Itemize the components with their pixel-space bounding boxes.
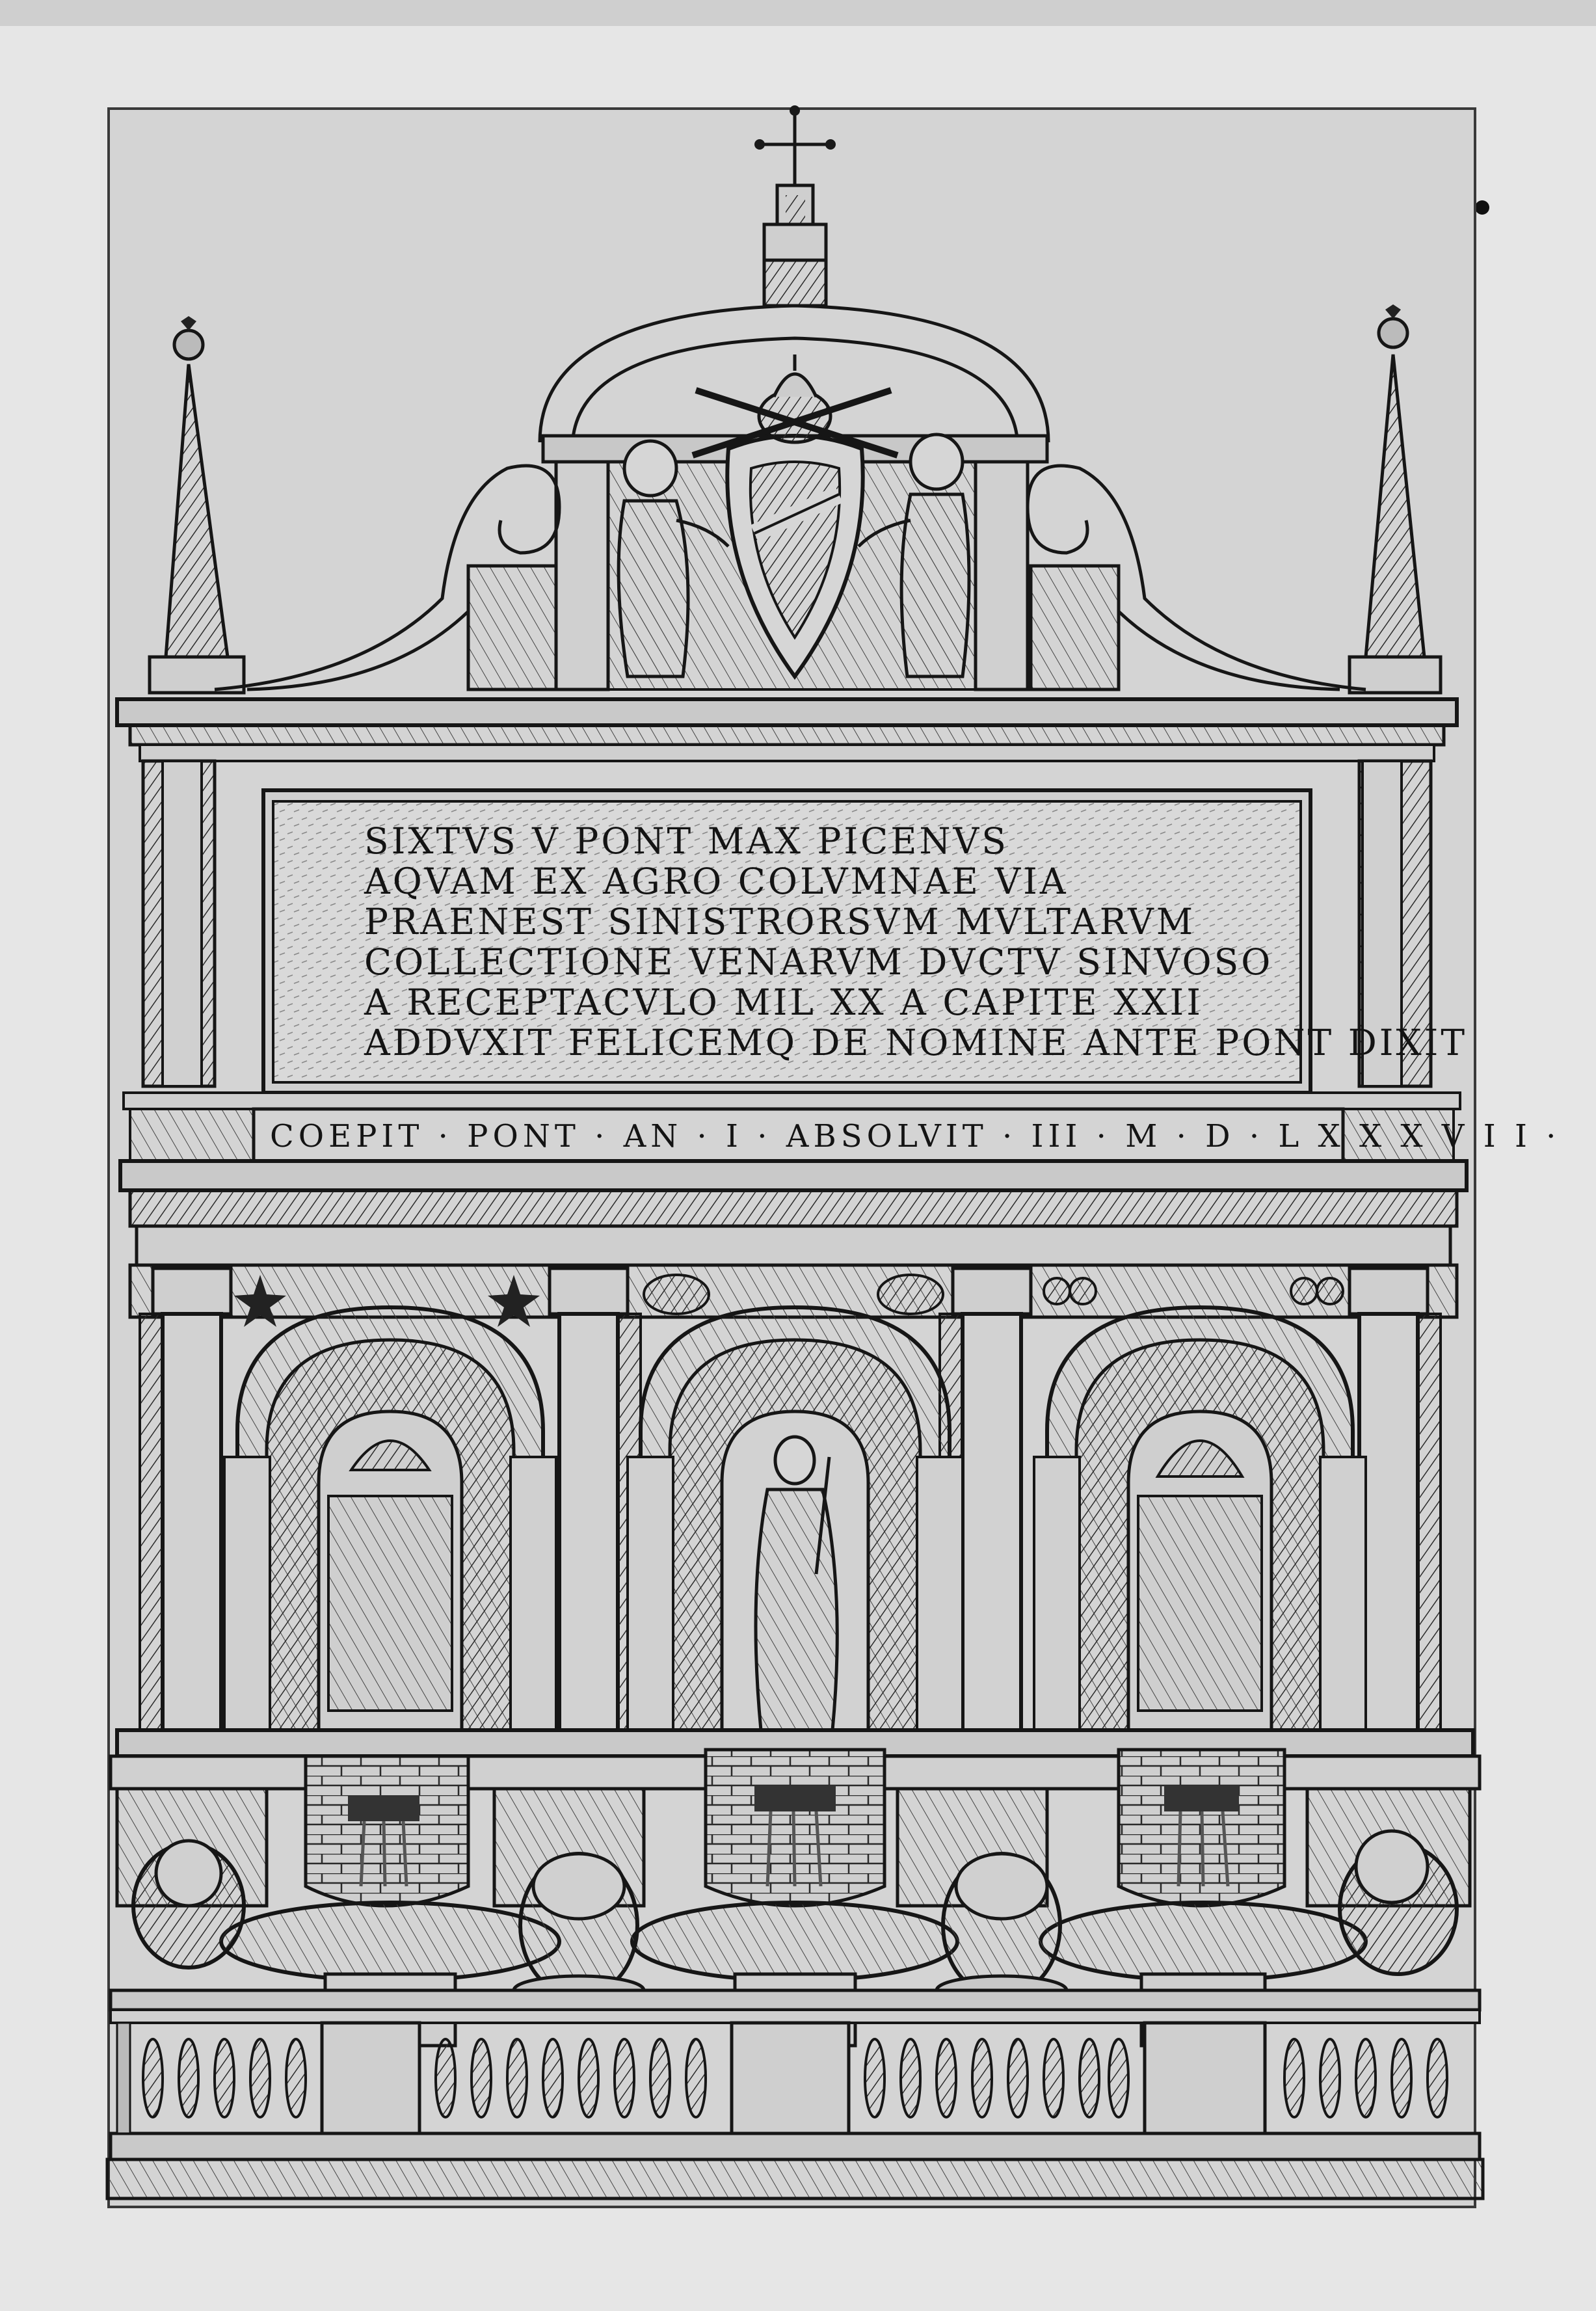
papal-coat-of-arms (691, 354, 899, 680)
right-volute (1026, 464, 1366, 691)
left-obelisk (148, 316, 246, 695)
left-volute (214, 464, 561, 691)
frieze-band (118, 1091, 1469, 1267)
inscription-panel (261, 788, 1312, 1095)
inscription-line: PRAENEST SINISTRORSVM MVLTARVM (364, 901, 1196, 942)
balustrade (105, 1988, 1485, 2200)
right-obelisk (1348, 304, 1443, 695)
moses-statue (754, 1435, 839, 1732)
right-arch (1033, 1305, 1367, 1732)
inscription-line: SIXTVS V PONT MAX PICENVS (364, 820, 1009, 862)
frieze-inscription: COEPIT · PONT · AN · I · ABSOLVIT · III … (270, 1118, 1561, 1155)
inscription-line: AQVAM EX AGRO COLVMNAE VIA (364, 861, 1069, 902)
cross-finial (754, 105, 836, 308)
page-edge (0, 0, 1596, 26)
left-arch (223, 1305, 557, 1732)
attic-pilasters (141, 759, 1433, 1088)
lion-far-right (1338, 1829, 1459, 1976)
inscription-line: ADDVXIT FELICEMQ DE NOMINE ANTE PONT DIX… (364, 1022, 1468, 1063)
inscription-text: SIXTVS V PONT MAX PICENVS AQVAM EX AGRO … (273, 801, 1468, 1082)
inscription-line: COLLECTIONE VENARVM DVCTV SINVOSO (364, 941, 1273, 983)
left-putto (617, 439, 730, 678)
right-putto (857, 433, 971, 678)
inscription-line: A RECEPTACVLO MIL XX A CAPITE XXII (364, 982, 1203, 1023)
ink-speck (1475, 200, 1489, 215)
lion-far-left (131, 1839, 246, 1970)
attic-cornice (115, 697, 1459, 762)
